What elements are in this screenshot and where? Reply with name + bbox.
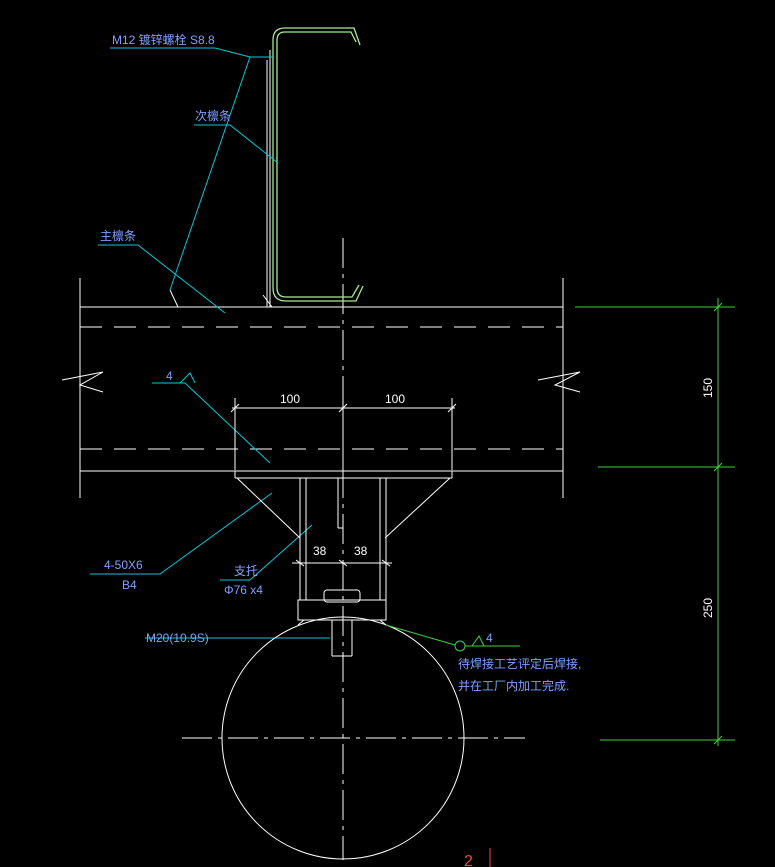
main-pipe: [221, 616, 465, 860]
leader-lines: [90, 47, 330, 639]
weld-leader-right: [385, 624, 520, 652]
dimension-100-100: [230, 398, 457, 470]
label-secondary-purlin: 次檩条: [195, 108, 231, 123]
label-dim-38-left: 38: [313, 544, 327, 558]
label-bolt-m20: M20(10.9S): [146, 631, 209, 645]
page-mark: 2: [464, 853, 473, 867]
label-weld-size-right: 4: [486, 631, 493, 645]
label-stiffener: 4-50X6: [104, 558, 143, 572]
label-support-spec: Φ76 x4: [224, 583, 263, 597]
support-plate: [234, 470, 453, 539]
label-dim-150: 150: [701, 378, 715, 398]
label-stiffener-grade: B4: [122, 578, 137, 592]
label-dim-38-right: 38: [354, 544, 368, 558]
z-purlin: [272, 27, 364, 302]
main-beam: [61, 278, 581, 498]
weld-symbol-top: [179, 372, 196, 384]
right-dimensions: [575, 298, 735, 746]
label-weld-size-top: 4: [166, 369, 173, 383]
support-pipe: [299, 478, 387, 600]
label-dim-250: 250: [701, 598, 715, 618]
purlin-clip: [169, 50, 273, 308]
dimension-38-38: [292, 559, 392, 567]
label-note-line2: 并在工厂内加工完成.: [458, 678, 569, 693]
label-bolt-m12: M12 镀锌螺栓 S8.8: [112, 32, 215, 47]
m20-bolt: [297, 589, 387, 657]
label-note-line1: 待焊接工艺评定后焊接,: [458, 656, 581, 671]
label-main-purlin: 主檩条: [100, 228, 136, 243]
label-dim-left: 100: [280, 392, 300, 406]
label-support: 支托: [234, 564, 258, 578]
label-dim-right: 100: [385, 392, 405, 406]
